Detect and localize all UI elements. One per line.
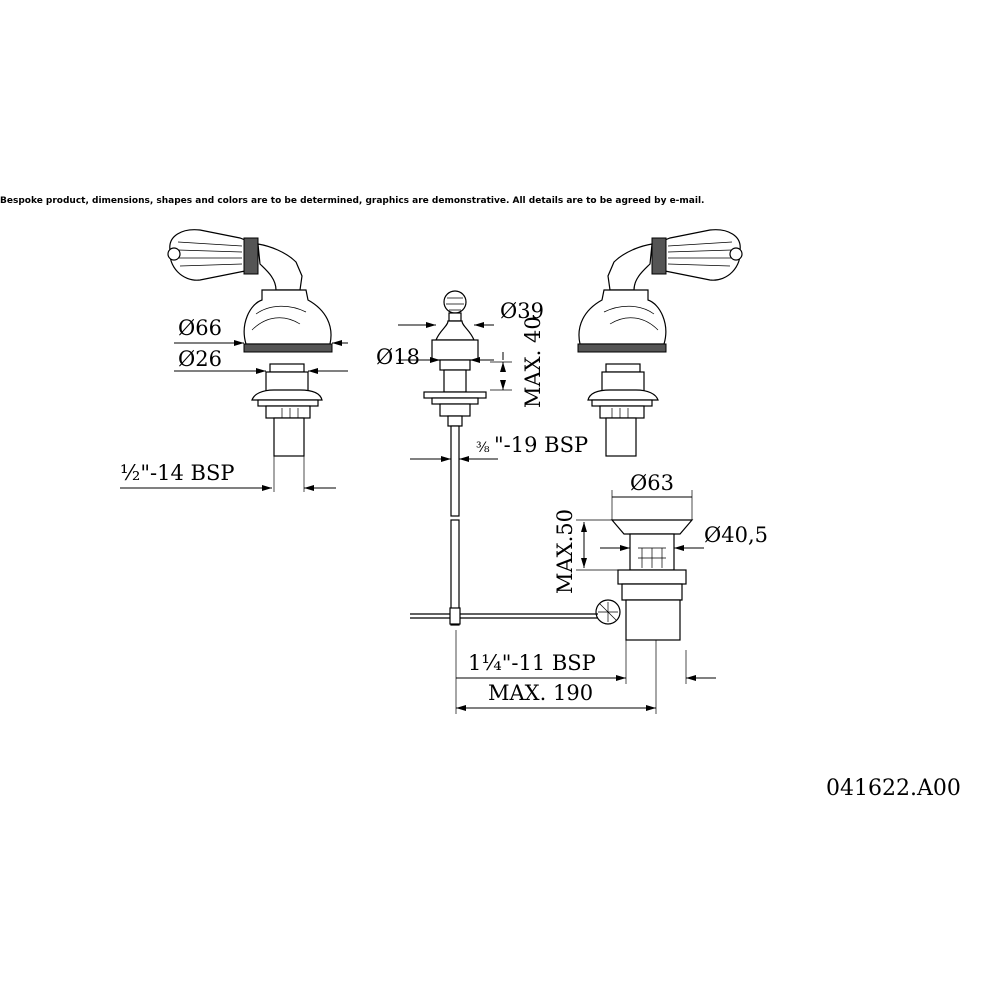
left-tap-handle xyxy=(167,229,303,291)
waste-max-height-label: MAX.50 xyxy=(553,509,577,594)
product-code: 041622.A00 xyxy=(826,776,961,801)
right-tap-body xyxy=(577,289,667,457)
disclaimer-text: Bespoke product, dimensions, shapes and … xyxy=(0,196,705,206)
spout-dimensions xyxy=(398,322,512,462)
spout-max-height-label: MAX. 40 xyxy=(521,316,545,408)
left-outer-diameter-label: Ø66 xyxy=(178,316,222,340)
spout-thread-label: "-19 BSP xyxy=(494,433,588,457)
left-thread-label: ½"-14 BSP xyxy=(120,461,234,485)
waste-thread-label: 1¼"-11 BSP xyxy=(468,651,596,675)
left-tap-body xyxy=(243,289,333,457)
waste-assembly xyxy=(410,519,694,641)
waste-top-diameter-label: Ø63 xyxy=(630,471,674,495)
spout-top-diameter-label: Ø39 xyxy=(500,299,544,323)
left-tap-dimensions xyxy=(120,340,348,492)
spout-assembly xyxy=(423,290,487,626)
left-inner-diameter-label: Ø26 xyxy=(178,347,222,371)
spout-thread-fraction: ⅜ xyxy=(476,440,490,456)
waste-diameter-label: Ø40,5 xyxy=(704,523,768,547)
spout-diameter-label: Ø18 xyxy=(376,345,420,369)
max-length-label: MAX. 190 xyxy=(488,681,593,705)
waste-dimensions xyxy=(455,490,716,714)
right-tap-handle xyxy=(607,229,743,291)
